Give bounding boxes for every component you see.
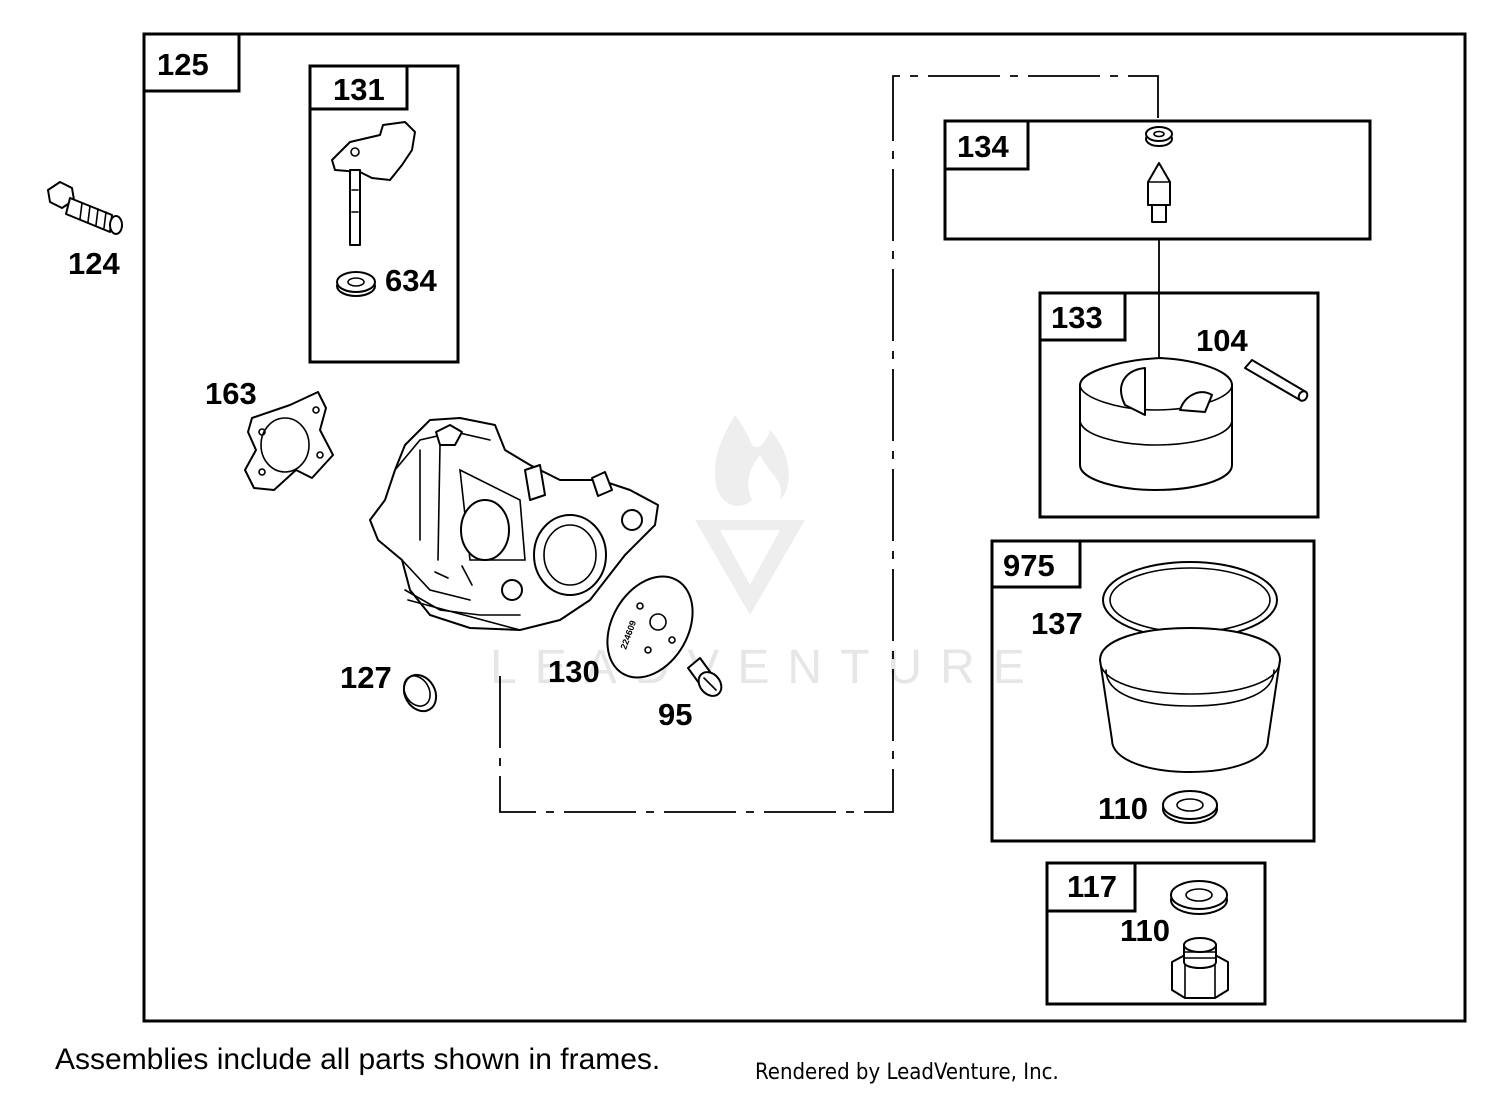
- callout-133: 133: [1051, 300, 1103, 335]
- gasket-130: 224609: [606, 575, 694, 679]
- callout-163: 163: [205, 376, 257, 411]
- inlet-needle-134: [1145, 126, 1173, 223]
- frame-117: [1045, 861, 1267, 1006]
- float-pin-104: [1244, 359, 1309, 402]
- label-box-134: [943, 119, 1030, 171]
- callout-125: 125: [157, 47, 209, 82]
- leader-line-bowl: [499, 75, 1159, 813]
- callout-131: 131: [333, 72, 385, 107]
- welch-plug-127: [402, 673, 438, 713]
- choke-shaft-131: [331, 121, 416, 246]
- watermark-text: LEADVENTURE: [490, 641, 1043, 694]
- assemblies-note: Assemblies include all parts shown in fr…: [55, 1043, 661, 1076]
- callout-95: 95: [658, 697, 692, 732]
- callout-110-nut: 110: [1120, 913, 1170, 948]
- callout-975: 975: [1003, 548, 1055, 583]
- callout-110-bowl: 110: [1098, 791, 1148, 826]
- leadventure-watermark: LEADVENTURE: [490, 415, 1043, 694]
- washer-110-bowl: [1162, 790, 1218, 824]
- label-box-131: [308, 64, 409, 111]
- washer-634: [336, 271, 376, 297]
- label-box-117: [1045, 861, 1137, 913]
- callout-117: 117: [1067, 869, 1117, 904]
- callout-127: 127: [340, 660, 392, 695]
- screw-95: [687, 657, 723, 697]
- gasket-163: [244, 391, 334, 491]
- washer-110-nut: [1170, 880, 1228, 915]
- bowl-gasket-137: [1102, 561, 1278, 639]
- bolt-124: [47, 181, 123, 235]
- label-box-975: [990, 539, 1082, 589]
- callout-634: 634: [385, 263, 437, 298]
- frame-134: [943, 119, 1372, 241]
- rendered-by-credit: Rendered by LeadVenture, Inc.: [755, 1060, 1059, 1085]
- callout-124: 124: [68, 246, 120, 281]
- bowl-nut-117: [1171, 937, 1229, 999]
- callout-104: 104: [1196, 323, 1248, 358]
- carburetor-body: [369, 417, 659, 631]
- frame-125: [142, 32, 1467, 1023]
- callout-137: 137: [1031, 606, 1083, 641]
- label-box-133: [1038, 291, 1127, 342]
- frame-133: [1038, 291, 1320, 519]
- float-133: [1079, 357, 1233, 491]
- callout-134: 134: [957, 129, 1009, 164]
- label-box-125: [142, 32, 241, 93]
- callout-130: 130: [548, 654, 600, 689]
- float-bowl: [1099, 627, 1281, 773]
- frame-975: [990, 539, 1316, 843]
